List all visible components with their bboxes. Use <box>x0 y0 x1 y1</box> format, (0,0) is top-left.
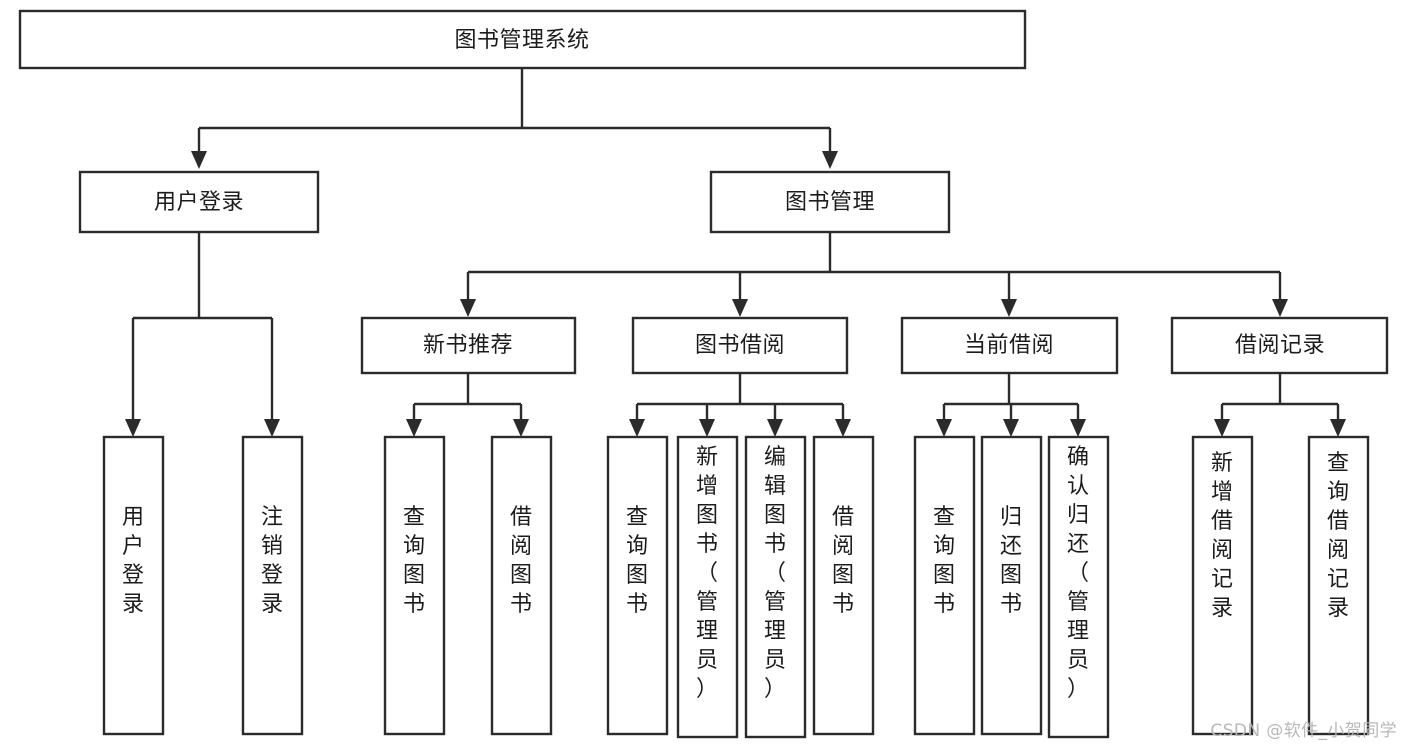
node-user-login-box[interactable] <box>78 170 320 234</box>
node-book-management[interactable]: 图书管理 <box>709 170 951 234</box>
leaf-user-login-2-box[interactable] <box>241 435 304 736</box>
connector-group-current-borrow <box>936 373 1086 437</box>
leaf-bb-1-box[interactable] <box>606 435 669 736</box>
arrowhead-bb-leaf-1 <box>629 419 645 437</box>
leaf-br-2-box[interactable] <box>1307 435 1370 736</box>
leaf-nbr-2-label: 借阅图书 <box>510 505 532 617</box>
arrowhead-cb-leaf-3 <box>1070 419 1086 437</box>
leaf-br-2[interactable]: 查询借阅记录 <box>1307 435 1370 736</box>
leaf-user-login-1-label: 用户登录 <box>122 505 144 617</box>
connector-group-book-borrow <box>629 373 851 437</box>
node-book-borrow[interactable]: 图书借阅 <box>631 316 849 375</box>
leaf-cb-3-label: 确认归还（管理员） <box>1067 445 1089 702</box>
leaf-br-1-box[interactable] <box>1191 435 1254 736</box>
node-new-book-recommend[interactable]: 新书推荐 <box>360 316 577 375</box>
leaf-bb-2-box[interactable] <box>676 435 739 739</box>
arrowhead-bb-leaf-2 <box>699 419 715 437</box>
leaf-cb-3-box[interactable] <box>1047 435 1110 739</box>
arrowhead-br-leaf-2 <box>1330 419 1346 437</box>
arrowhead-bb-leaf-4 <box>835 419 851 437</box>
leaf-bb-4[interactable]: 借阅图书 <box>812 435 875 736</box>
node-borrow-record[interactable]: 借阅记录 <box>1170 316 1389 375</box>
leaf-nbr-2-box[interactable] <box>490 435 553 736</box>
leaf-br-2-label: 查询借阅记录 <box>1327 451 1349 621</box>
node-new-book-recommend-box[interactable] <box>360 316 577 375</box>
leaf-user-login-2[interactable]: 注销登录 <box>241 435 304 736</box>
leaf-bb-1-label: 查询图书 <box>626 505 648 617</box>
node-root[interactable]: 图书管理系统 <box>18 9 1027 70</box>
node-user-login-label: 用户登录 <box>154 190 244 215</box>
node-root-label: 图书管理系统 <box>454 28 589 53</box>
arrowhead-br-leaf-1 <box>1214 419 1230 437</box>
leaf-nbr-1-label: 查询图书 <box>403 505 425 617</box>
arrowhead-book-mgmt <box>822 151 838 169</box>
leaf-cb-2[interactable]: 归还图书 <box>980 435 1043 736</box>
connector-group-new-book-recommend <box>406 373 529 437</box>
arrowhead-new-book-recommend <box>460 299 476 317</box>
leaf-bb-3[interactable]: 编辑图书（管理员） <box>744 435 807 739</box>
node-user-login[interactable]: 用户登录 <box>78 170 320 234</box>
connector-group-book-mgmt <box>460 232 1288 317</box>
leaf-bb-4-box[interactable] <box>812 435 875 736</box>
connector-group-user-login <box>125 232 280 437</box>
arrowhead-cb-leaf-2 <box>1003 419 1019 437</box>
node-current-borrow-box[interactable] <box>900 316 1119 375</box>
leaf-br-1-label: 新增借阅记录 <box>1211 451 1233 621</box>
connector-group-root <box>191 68 838 169</box>
node-book-management-box[interactable] <box>709 170 951 234</box>
leaf-cb-2-box[interactable] <box>980 435 1043 736</box>
leaf-cb-1[interactable]: 查询图书 <box>913 435 976 736</box>
leaf-nbr-2[interactable]: 借阅图书 <box>490 435 553 736</box>
leaf-cb-1-label: 查询图书 <box>933 505 955 617</box>
arrowhead-leaf-user-login-2 <box>264 419 280 437</box>
node-new-book-recommend-label: 新书推荐 <box>423 333 513 358</box>
leaf-br-1[interactable]: 新增借阅记录 <box>1191 435 1254 736</box>
arrowhead-leaf-user-login-1 <box>125 419 141 437</box>
node-borrow-record-label: 借阅记录 <box>1235 333 1325 358</box>
leaf-bb-2[interactable]: 新增图书（管理员） <box>676 435 739 739</box>
connector-group-borrow-record <box>1214 373 1346 437</box>
arrowhead-bb-leaf-3 <box>767 419 783 437</box>
leaf-user-login-2-label: 注销登录 <box>261 505 283 617</box>
node-current-borrow-label: 当前借阅 <box>964 333 1054 358</box>
arrowhead-nbr-leaf-1 <box>406 419 422 437</box>
node-root-box[interactable] <box>18 9 1027 70</box>
leaf-cb-2-label: 归还图书 <box>1000 505 1022 617</box>
node-current-borrow[interactable]: 当前借阅 <box>900 316 1119 375</box>
leaf-bb-2-label: 新增图书（管理员） <box>696 445 718 702</box>
leaf-nbr-1[interactable]: 查询图书 <box>383 435 446 736</box>
leaf-bb-4-label: 借阅图书 <box>832 505 854 617</box>
arrowhead-borrow-record <box>1272 299 1288 317</box>
leaf-bb-1[interactable]: 查询图书 <box>606 435 669 736</box>
arrowhead-cb-leaf-1 <box>936 419 952 437</box>
node-book-borrow-box[interactable] <box>631 316 849 375</box>
leaf-nbr-1-box[interactable] <box>383 435 446 736</box>
arrowhead-nbr-leaf-2 <box>513 419 529 437</box>
leaf-user-login-1[interactable]: 用户登录 <box>102 435 165 736</box>
node-book-management-label: 图书管理 <box>785 190 875 215</box>
node-book-borrow-label: 图书借阅 <box>695 333 785 358</box>
leaf-bb-3-box[interactable] <box>744 435 807 739</box>
leaf-cb-3[interactable]: 确认归还（管理员） <box>1047 435 1110 739</box>
leaf-user-login-1-box[interactable] <box>102 435 165 736</box>
leaf-bb-3-label: 编辑图书（管理员） <box>764 445 786 702</box>
arrowhead-current-borrow <box>1001 299 1017 317</box>
arrowhead-book-borrow <box>732 299 748 317</box>
leaf-cb-1-box[interactable] <box>913 435 976 736</box>
arrowhead-user-login <box>191 151 207 169</box>
node-borrow-record-box[interactable] <box>1170 316 1389 375</box>
